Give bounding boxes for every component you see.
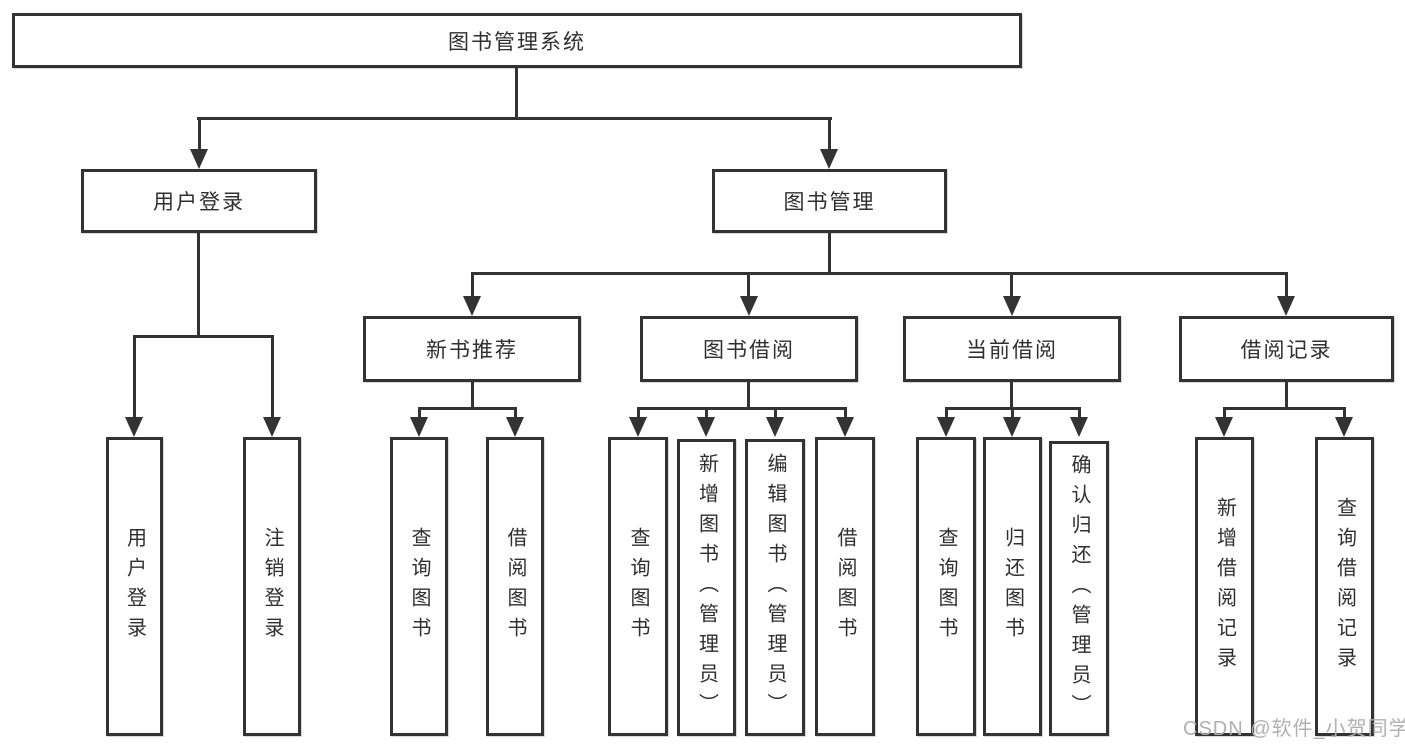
arrowhead-borrow-query: [629, 417, 647, 437]
arrowhead-user-login: [190, 149, 208, 169]
edge-root-left-stem: [198, 117, 201, 150]
leaf-newrec-borrow-books: 借阅图书: [486, 437, 544, 736]
watermark: CSDN @软件_小贺同学: [1183, 718, 1405, 740]
arrowhead-new-rec-borrow: [506, 417, 524, 437]
edge-records-stem2: [1343, 407, 1346, 419]
edge-current-stem3: [1078, 407, 1081, 419]
leaf-records-add-record: 新增借阅记录: [1195, 437, 1254, 736]
arrowhead-borrow-borrow: [836, 417, 854, 437]
node-borrowing-records: 借阅记录: [1179, 316, 1394, 382]
edge-current-stem2: [1011, 407, 1014, 419]
edge-borrow-stem3: [774, 407, 777, 419]
leaf-borrow-query-books: 查询图书: [608, 437, 668, 736]
leaf-current-query-books: 查询图书: [916, 437, 976, 736]
edge-current-stem1: [945, 407, 948, 419]
node-book-management: 图书管理: [712, 169, 947, 233]
edge-current-stub: [1010, 382, 1013, 409]
edge-new-rec-stem1: [418, 407, 421, 419]
arrowhead-current-confirm: [1070, 417, 1088, 437]
arrowhead-new-book-rec: [463, 296, 481, 316]
leaf-records-query-record: 查询借阅记录: [1315, 437, 1374, 736]
arrowhead-current-borrow: [1003, 296, 1021, 316]
leaf-borrow-borrow-books: 借阅图书: [815, 437, 875, 736]
node-library-management-system: 图书管理系统: [12, 13, 1022, 68]
leaf-current-confirm-return-admin: 确认归还（管理员）: [1049, 441, 1109, 736]
arrowhead-current-return: [1003, 417, 1021, 437]
edge-user-login-left-stem: [133, 335, 136, 417]
edge-records-stub: [1285, 382, 1288, 409]
edge-new-rec-stub: [471, 382, 474, 409]
arrowhead-book-management: [820, 149, 838, 169]
arrowhead-current-query: [937, 417, 955, 437]
node-user-login: 用户登录: [81, 169, 317, 233]
leaf-current-return-books: 归还图书: [983, 437, 1042, 736]
arrowhead-records-add: [1215, 417, 1233, 437]
leaf-newrec-query-books: 查询图书: [390, 437, 448, 736]
edge-borrow-stem2: [705, 407, 708, 419]
edge-borrow-stem1: [637, 407, 640, 419]
arrowhead-borrow-edit: [766, 417, 784, 437]
leaf-user-login: 用户登录: [106, 437, 163, 736]
edge-new-rec-horizontal: [418, 407, 517, 410]
node-book-borrowing: 图书借阅: [640, 316, 858, 382]
node-new-book-recommendation: 新书推荐: [363, 316, 581, 382]
arrowhead-new-rec-query: [410, 417, 428, 437]
edge-root-right-stem: [828, 117, 831, 150]
node-current-borrowing: 当前借阅: [903, 316, 1121, 382]
edge-borrow-horizontal: [637, 407, 847, 410]
edge-root-horizontal: [197, 117, 832, 120]
edge-stem-borrow-records: [1285, 272, 1288, 297]
edge-user-login-horizontal: [133, 335, 274, 338]
edge-new-rec-stem2: [514, 407, 517, 419]
edge-user-login-stub: [197, 233, 200, 337]
edge-book-mgmt-stub: [828, 233, 831, 275]
edge-records-stem1: [1223, 407, 1226, 419]
edge-root-stub: [515, 68, 518, 119]
edge-borrow-stub: [747, 382, 750, 409]
edge-stem-current-borrow: [1010, 272, 1013, 297]
arrowhead-book-borrow: [740, 296, 758, 316]
arrowhead-borrow-records: [1277, 296, 1295, 316]
leaf-borrow-edit-books-admin: 编辑图书（管理员）: [745, 439, 805, 736]
edge-records-horizontal: [1223, 407, 1346, 410]
edge-user-login-right-stem: [271, 335, 274, 417]
edge-book-mgmt-horizontal: [471, 272, 1288, 275]
edge-stem-book-borrow: [747, 272, 750, 297]
leaf-logout: 注销登录: [243, 437, 301, 736]
arrowhead-borrow-add: [697, 417, 715, 437]
edge-borrow-stem4: [844, 407, 847, 419]
arrowhead-leaf-user-login: [125, 417, 143, 437]
arrowhead-records-query: [1335, 417, 1353, 437]
arrowhead-leaf-logout: [263, 417, 281, 437]
edge-stem-new-book: [471, 272, 474, 297]
leaf-borrow-add-books-admin: 新增图书（管理员）: [677, 439, 736, 736]
